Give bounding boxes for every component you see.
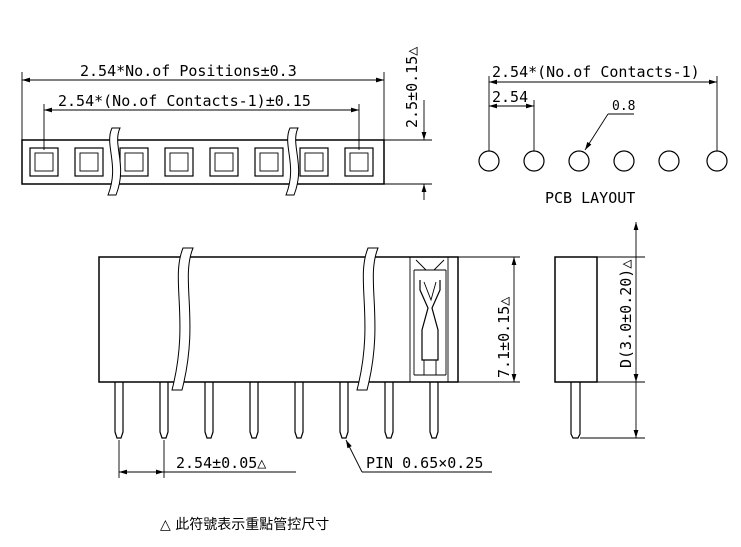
contact-section <box>409 257 449 382</box>
front-view: 7.1±0.15△ 2.54±0.05△ PIN 0.65×0.25 <box>98 247 520 478</box>
front-height-label: 7.1±0.15△ <box>495 297 513 378</box>
contact-square <box>164 147 194 177</box>
pcb-hole <box>523 150 545 172</box>
contact-square <box>209 147 239 177</box>
pin <box>429 382 439 439</box>
pcb-hole <box>706 150 728 172</box>
pin <box>384 382 394 439</box>
pcb-hole <box>478 150 500 172</box>
pcb-layout: 2.54*(No.of Contacts-1) 2.54 0.8 PCB LAY… <box>478 63 728 207</box>
control-dimension-footnote: △ 此符號表示重點管控尺寸 <box>160 517 329 533</box>
side-depth-label: D(3.0±0.20)△ <box>617 260 635 368</box>
pcb-hole <box>658 150 680 172</box>
contacts-span-label: 2.54*(No.of Contacts-1)±0.15 <box>58 92 311 110</box>
pcb-span-label: 2.54*(No.of Contacts-1) <box>492 63 700 81</box>
height-label: 2.5±0.15△ <box>403 47 421 128</box>
pin <box>294 382 304 439</box>
top-view: 2.54*No.of Positions±0.3 2.54*(No.of Con… <box>21 47 432 200</box>
contact-square <box>299 147 329 177</box>
pcb-holes <box>478 150 728 172</box>
break-lines <box>107 127 300 196</box>
pcb-pitch-label: 2.54 <box>492 88 528 106</box>
hole-diameter-label: 0.8 <box>612 99 635 114</box>
contact-square <box>254 147 284 177</box>
pcb-hole <box>568 150 590 172</box>
pin <box>339 382 349 439</box>
pin <box>114 382 124 439</box>
front-view-housing <box>98 256 459 383</box>
side-view-housing <box>554 256 598 383</box>
front-break-lines <box>171 247 379 391</box>
contact-square <box>74 147 104 177</box>
overall-length-label: 2.54*No.of Positions±0.3 <box>80 62 297 80</box>
side-pin <box>570 382 581 439</box>
pin <box>204 382 214 439</box>
top-view-housing <box>21 139 385 185</box>
pcb-hole <box>613 150 635 172</box>
pcb-layout-title: PCB LAYOUT <box>545 189 635 207</box>
pin <box>159 382 169 439</box>
pin-size-label: PIN 0.65×0.25 <box>366 454 483 472</box>
pin-pitch-label: 2.54±0.05△ <box>176 454 266 472</box>
pin <box>249 382 259 439</box>
pins <box>114 382 439 439</box>
side-view: D(3.0±0.20)△ <box>554 222 645 439</box>
